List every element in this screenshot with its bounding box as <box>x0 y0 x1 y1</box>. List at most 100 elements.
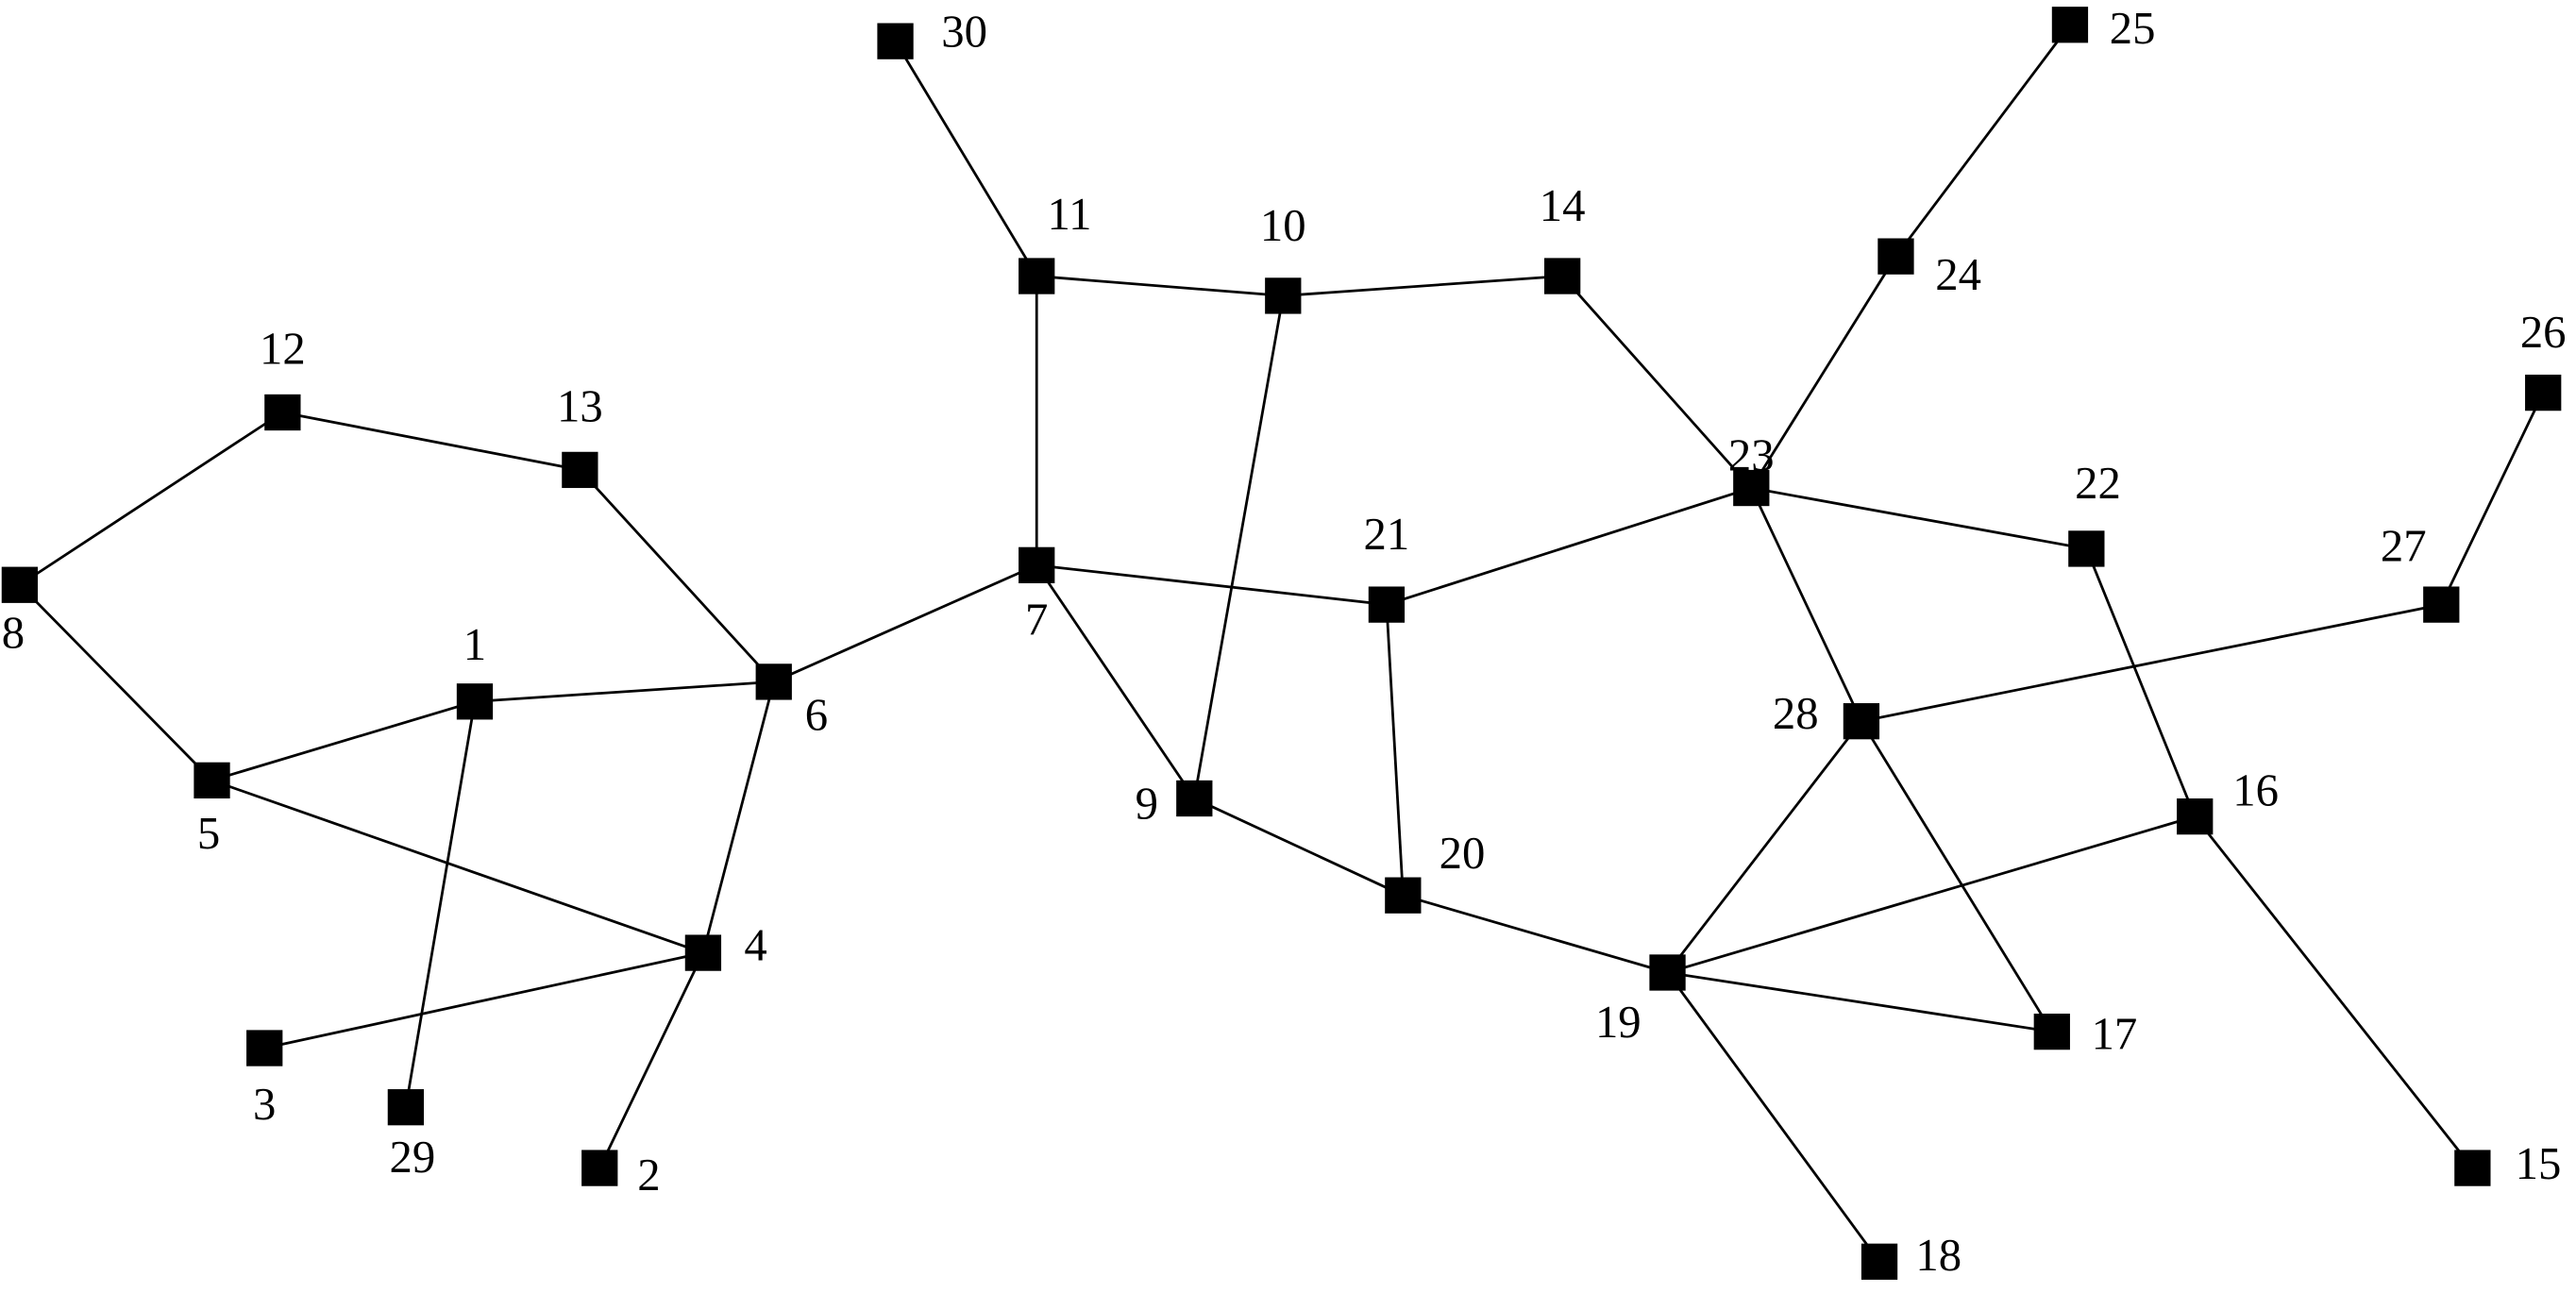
node-29: 29 <box>387 1089 435 1183</box>
node-square <box>1649 954 1686 991</box>
node-15: 15 <box>2454 1138 2561 1189</box>
edge-19-17 <box>1667 971 2053 1033</box>
node-square <box>2051 7 2089 43</box>
node-label: 10 <box>1260 200 1306 251</box>
edge-23-21 <box>1386 486 1752 606</box>
node-square <box>456 683 494 720</box>
node-square <box>1733 469 1770 507</box>
edge-13-6 <box>579 468 775 683</box>
node-square <box>755 663 792 700</box>
node-square <box>1877 238 1914 275</box>
node-label: 11 <box>1048 189 1092 240</box>
node-7: 7 <box>1019 546 1055 646</box>
node-21: 21 <box>1364 509 1410 623</box>
node-label: 22 <box>2075 458 2121 509</box>
node-square <box>1019 546 1055 583</box>
node-label: 15 <box>2516 1138 2562 1189</box>
node-square <box>1843 703 1880 740</box>
node-23: 23 <box>1728 430 1775 507</box>
node-label: 28 <box>1773 688 1819 739</box>
node-label: 23 <box>1728 430 1775 481</box>
node-square <box>684 934 722 971</box>
node-label: 2 <box>637 1150 660 1201</box>
edge-20-19 <box>1402 894 1668 974</box>
edge-7-9 <box>1035 564 1196 799</box>
edge-9-20 <box>1193 797 1404 897</box>
edge-19-28 <box>1666 720 1863 974</box>
node-label: 4 <box>744 919 766 970</box>
node-square <box>2033 1013 2070 1050</box>
node-label: 26 <box>2520 307 2567 358</box>
node-square <box>1368 586 1406 623</box>
node-square <box>2177 798 2214 835</box>
node-24: 24 <box>1877 238 1981 300</box>
node-square <box>264 394 301 431</box>
node-10: 10 <box>1260 200 1306 314</box>
node-label: 21 <box>1364 509 1410 560</box>
edge-23-24 <box>1750 255 1897 489</box>
node-26: 26 <box>2520 307 2567 411</box>
edge-10-9 <box>1192 295 1285 799</box>
node-9: 9 <box>1136 779 1213 830</box>
edge-12-8 <box>19 411 284 586</box>
edge-10-14 <box>1283 275 1563 297</box>
node-1: 1 <box>456 619 494 720</box>
node-28: 28 <box>1773 688 1880 740</box>
node-label: 8 <box>2 608 25 659</box>
node-label: 14 <box>1540 180 1586 231</box>
node-label: 19 <box>1595 997 1642 1048</box>
node-square <box>194 762 230 798</box>
node-label: 1 <box>463 619 486 670</box>
edge-12-13 <box>282 411 581 472</box>
node-label: 16 <box>2232 765 2279 816</box>
node-30: 30 <box>877 7 987 59</box>
node-square <box>1860 1243 1898 1280</box>
node-label: 30 <box>941 7 987 58</box>
node-11: 11 <box>1019 189 1091 294</box>
node-14: 14 <box>1540 180 1586 294</box>
node-label: 17 <box>2092 1008 2138 1059</box>
edge-1-6 <box>474 680 774 703</box>
edge-11-10 <box>1036 275 1284 297</box>
edge-23-28 <box>1750 487 1863 722</box>
edge-4-3 <box>263 951 704 1050</box>
node-label: 6 <box>805 690 828 741</box>
node-25: 25 <box>2051 3 2156 54</box>
node-3: 3 <box>246 1030 283 1130</box>
edge-22-16 <box>2085 547 2197 817</box>
node-label: 27 <box>2381 520 2427 571</box>
node-square <box>562 451 598 489</box>
edge-30-11 <box>894 40 1038 277</box>
node-square <box>1019 258 1055 294</box>
node-square <box>1544 258 1581 294</box>
edge-8-5 <box>18 583 213 781</box>
node-6: 6 <box>755 663 828 741</box>
node-square <box>2454 1150 2491 1186</box>
node-label: 24 <box>1935 249 1981 300</box>
node-20: 20 <box>1385 828 1485 914</box>
node-square <box>1265 277 1302 314</box>
node-label: 12 <box>260 324 306 375</box>
node-square <box>2068 530 2105 567</box>
edge-28-27 <box>1860 603 2442 723</box>
edge-5-1 <box>211 699 476 782</box>
node-square <box>2423 586 2460 623</box>
node-13: 13 <box>557 380 603 489</box>
edge-14-23 <box>1561 275 1753 489</box>
node-label: 9 <box>1136 779 1158 830</box>
node-label: 25 <box>2110 3 2156 54</box>
edge-24-25 <box>1894 24 2072 258</box>
edge-21-20 <box>1385 604 1405 896</box>
node-square <box>1176 780 1213 817</box>
edge-27-26 <box>2440 392 2545 606</box>
edge-16-15 <box>2194 815 2474 1169</box>
node-22: 22 <box>2068 458 2121 567</box>
node-label: 18 <box>1915 1230 1961 1281</box>
edge-4-2 <box>598 951 705 1169</box>
node-label: 7 <box>1025 595 1048 646</box>
edge-5-4 <box>211 779 704 954</box>
edge-6-4 <box>701 681 776 953</box>
edge-1-29 <box>404 701 477 1108</box>
node-square <box>387 1089 425 1126</box>
